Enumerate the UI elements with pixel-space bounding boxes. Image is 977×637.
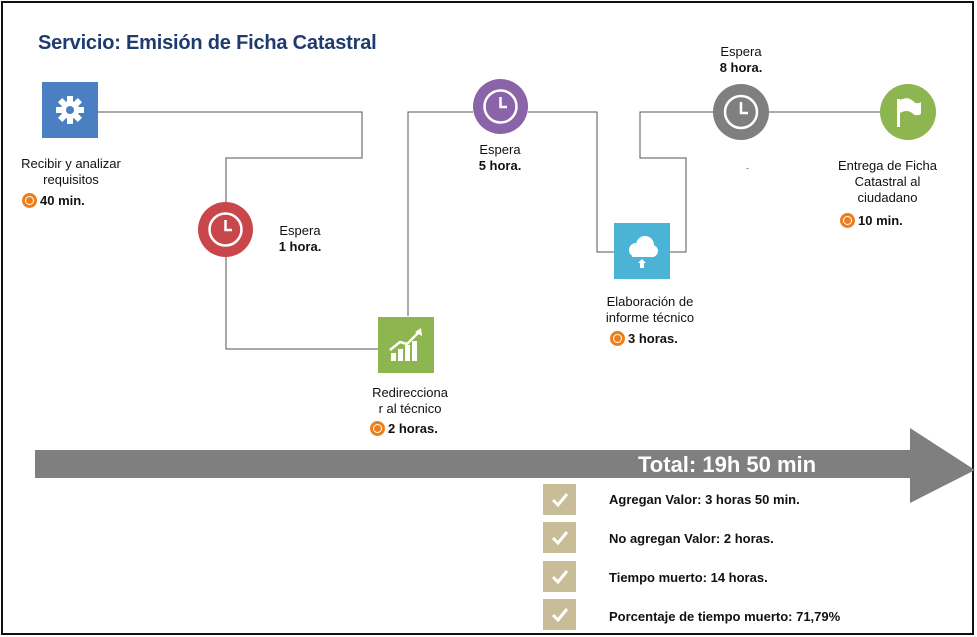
summary-non-value-added: No agregan Valor: 2 horas. <box>609 531 774 546</box>
wait-2-clock <box>473 79 528 134</box>
timer-icon <box>370 421 385 436</box>
connector-2 <box>225 256 378 350</box>
step-redirect-line-1: Redirecciona <box>372 385 448 400</box>
step-redirect-time-value: 2 horas. <box>388 421 438 436</box>
total-label: Total: 19h 50 min <box>638 452 817 477</box>
step-delivery-time-value: 10 min. <box>858 213 903 228</box>
wait-3-time: 8 hora. <box>719 60 763 75</box>
step-report-label: Elaboración de informe técnico <box>585 294 715 326</box>
timer-icon <box>610 331 625 346</box>
clock-icon <box>723 94 759 130</box>
step-report-time-value: 3 horas. <box>628 331 678 346</box>
step-delivery-circle <box>880 84 936 140</box>
total-arrow <box>35 428 975 503</box>
step-delivery-label: Entrega de Ficha Catastral al ciudadano <box>820 158 955 206</box>
wait-2-time: 5 hora. <box>478 158 522 173</box>
step-delivery-line-1: Entrega de Ficha <box>837 158 937 173</box>
wait-2-text: Espera <box>479 142 521 157</box>
connector-3 <box>407 111 473 316</box>
connector-5 <box>639 111 713 253</box>
check-icon <box>543 561 576 592</box>
wait-3-label: Espera 8 hora. <box>706 44 776 76</box>
clock-icon <box>208 212 243 247</box>
wait-1-clock <box>198 202 253 257</box>
connector-4 <box>528 111 614 253</box>
cloud-upload-icon <box>629 236 658 268</box>
wait-1-text: Espera <box>279 223 321 238</box>
wait-3-text: Espera <box>720 44 762 59</box>
step-receive-time-value: 40 min. <box>40 193 85 208</box>
step-redirect-line-2: r al técnico <box>378 401 442 416</box>
step-receive-line-1: Recibir y analizar <box>21 156 121 171</box>
timer-icon <box>22 193 37 208</box>
summary-dead-time-percent: Porcentaje de tiempo muerto: 71,79% <box>609 609 841 624</box>
step-delivery-line-3: ciudadano <box>857 190 918 205</box>
step-report-line-1: Elaboración de <box>606 294 694 309</box>
wait-3-clock <box>713 84 769 140</box>
gear-icon <box>56 96 84 124</box>
step-delivery-line-2: Catastral al <box>854 174 921 189</box>
flag-icon <box>897 98 921 127</box>
diagram-title: Servicio: Emisión de Ficha Catastral <box>38 32 377 54</box>
step-receive-box <box>42 82 98 138</box>
clock-icon <box>483 89 518 124</box>
wait-1-time: 1 hora. <box>278 239 322 254</box>
step-receive-label: Recibir y analizar requisitos <box>6 156 136 188</box>
summary-dead-time: Tiempo muerto: 14 horas. <box>609 570 768 585</box>
summary-value-added: Agregan Valor: 3 horas 50 min. <box>609 492 800 507</box>
step-receive-line-2: requisitos <box>43 172 99 187</box>
connector-1 <box>98 111 363 203</box>
step-report-line-2: informe técnico <box>605 310 695 325</box>
step-report-box <box>614 223 670 279</box>
wait-1-label: Espera 1 hora. <box>270 223 330 255</box>
check-icon <box>543 599 576 630</box>
check-icon <box>543 484 576 515</box>
step-receive-time: 40 min. <box>22 193 85 209</box>
chart-icon <box>389 328 422 361</box>
step-redirect-label: Redirecciona r al técnico <box>355 385 465 417</box>
check-icon <box>543 522 576 553</box>
step-redirect-box <box>378 317 434 373</box>
wait-2-label: Espera 5 hora. <box>470 142 530 174</box>
step-report-time: 3 horas. <box>610 331 678 347</box>
stray-mark: - <box>746 163 749 173</box>
timer-icon <box>840 213 855 228</box>
step-redirect-time: 2 horas. <box>370 421 438 437</box>
step-delivery-time: 10 min. <box>840 213 903 229</box>
